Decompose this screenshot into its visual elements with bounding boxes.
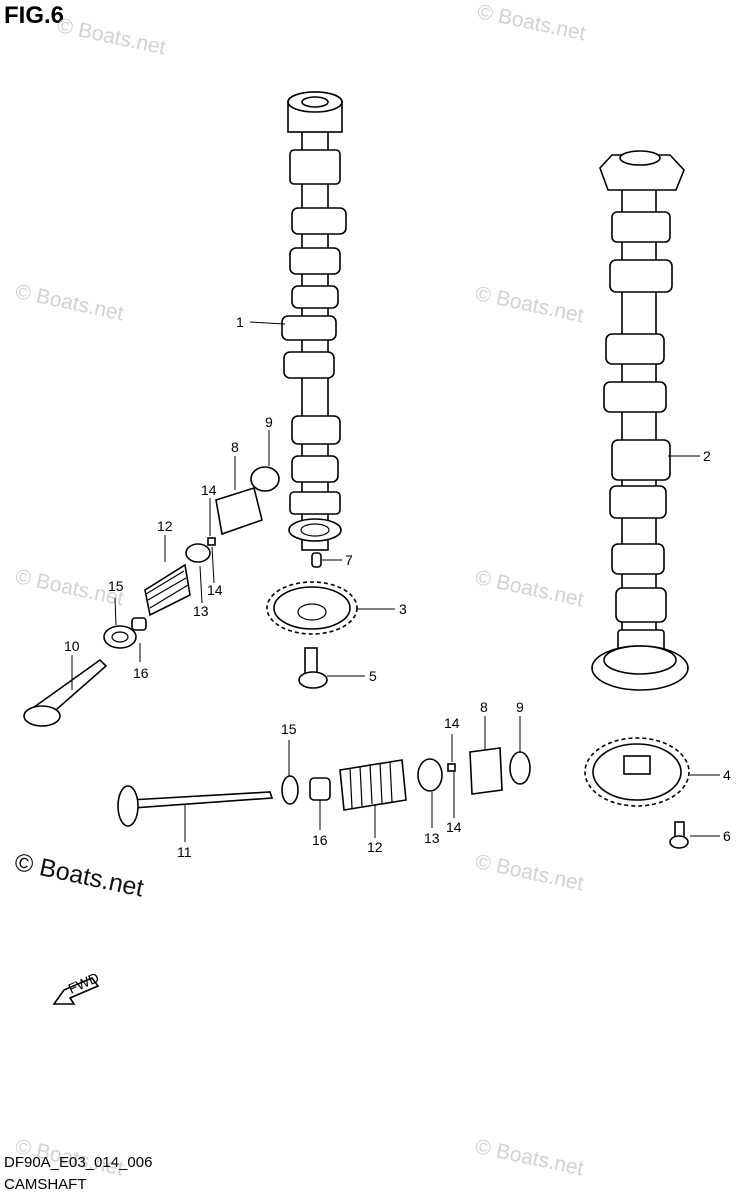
callout-1: 1 — [236, 314, 244, 330]
dowel-pin — [311, 552, 322, 568]
figure-title: FIG.6 — [4, 2, 65, 29]
leader-lines — [71, 321, 720, 842]
callout-14: 14 — [446, 819, 462, 835]
callout-13: 13 — [424, 830, 440, 846]
callout-6: 6 — [723, 828, 731, 844]
callout-2: 2 — [703, 448, 711, 464]
callout-14: 14 — [201, 482, 217, 498]
callout-4: 4 — [723, 767, 731, 783]
sprocket-exhaust — [584, 737, 690, 807]
callout-10: 10 — [64, 638, 80, 654]
camshaft-exhaust — [591, 150, 689, 691]
callout-16: 16 — [312, 832, 328, 848]
callout-8: 8 — [231, 439, 239, 455]
sprocket-bolt-small — [669, 821, 689, 849]
callout-13: 13 — [193, 603, 209, 619]
callout-7: 7 — [345, 552, 353, 568]
callout-3: 3 — [399, 601, 407, 617]
callout-15: 15 — [281, 721, 297, 737]
callout-12: 12 — [367, 839, 383, 855]
callout-14: 14 — [444, 715, 460, 731]
callout-9: 9 — [265, 414, 273, 430]
forward-arrow-icon: FWD — [52, 969, 101, 1005]
diagram-code: DF90A_E03_014_006 — [4, 1154, 153, 1171]
camshaft-intake — [281, 91, 347, 551]
callout-9: 9 — [516, 699, 524, 715]
sprocket-bolt — [298, 647, 328, 689]
callout-14: 14 — [207, 582, 223, 598]
callout-15: 15 — [108, 578, 124, 594]
valve-train-upper — [23, 466, 280, 727]
callout-12: 12 — [157, 518, 173, 534]
sprocket-intake — [266, 581, 358, 635]
valve-train-lower — [117, 747, 531, 827]
callout-11: 11 — [177, 844, 192, 860]
figure-caption: CAMSHAFT — [4, 1176, 87, 1193]
callout-16: 16 — [133, 665, 149, 681]
callout-8: 8 — [480, 699, 488, 715]
callouts: 1 2 3 4 5 6 7 8 9 10 12 15 16 13 14 14 1… — [64, 314, 731, 860]
callout-5: 5 — [369, 668, 377, 684]
